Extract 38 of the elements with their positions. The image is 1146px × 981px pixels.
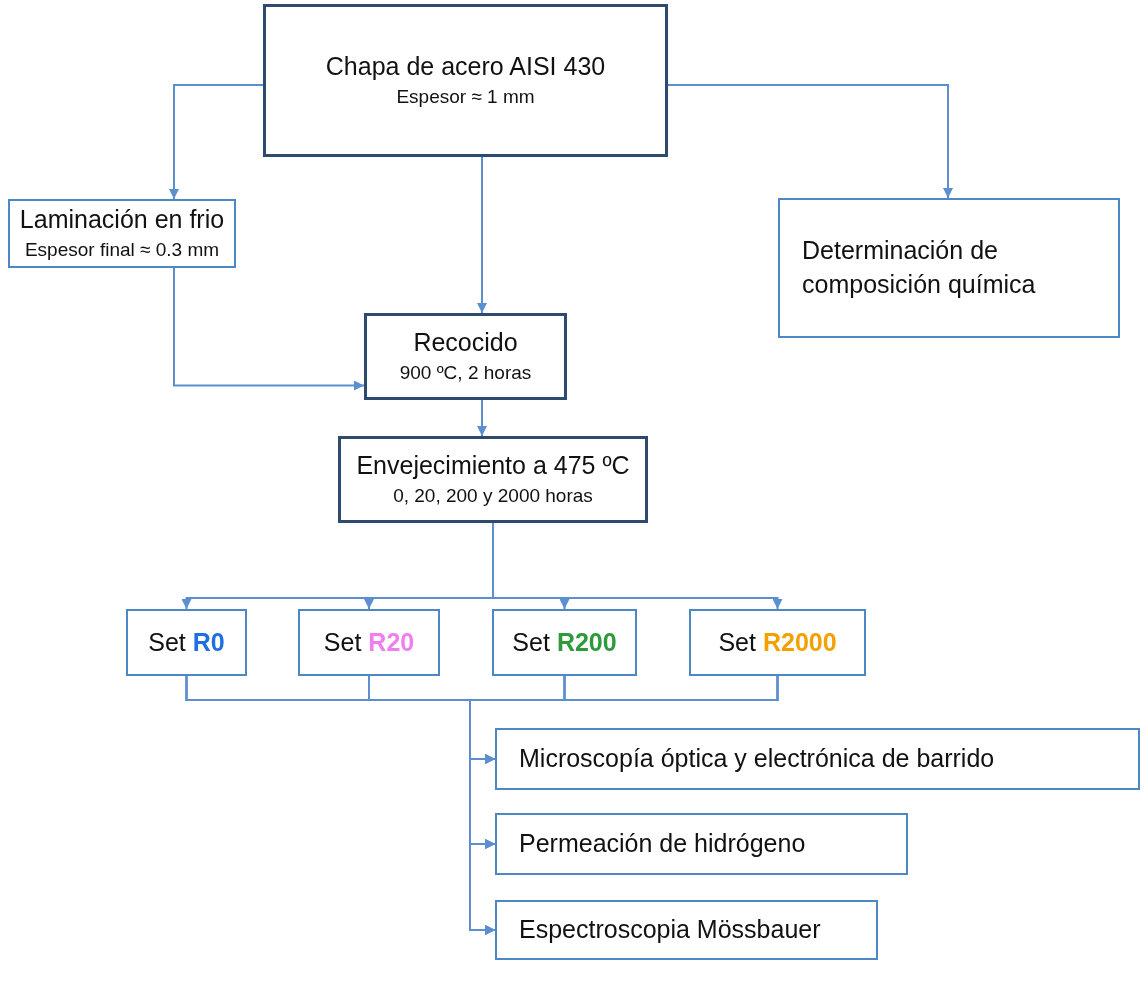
process-box [495, 813, 908, 875]
set-label: Set [512, 626, 550, 658]
process-box [263, 4, 668, 157]
arrow [477, 399, 487, 437]
detail-text: 0, 20, 200 y 2000 horas [393, 484, 593, 509]
set-code: R200 [556, 627, 617, 658]
detail-text: Espesor ≈ 1 mm [396, 85, 535, 110]
step-title: Espectroscopia Mössbauer [519, 914, 821, 946]
step-title: Recocido [413, 327, 518, 359]
step-title: Permeación de hidrógeno [519, 828, 806, 860]
set-label: Set [323, 626, 362, 658]
process-box [8, 199, 236, 268]
step-title: Determinación de composición química [802, 235, 1037, 300]
detail-text: Espesor final ≈ 0.3 mm [24, 238, 220, 263]
process-box [778, 198, 1120, 338]
step-title: Envejecimiento a 475 ºC [356, 450, 630, 482]
arrow [667, 84, 953, 199]
arrow [173, 267, 365, 391]
set-code: R0 [192, 627, 225, 658]
process-box [298, 609, 440, 676]
arrow [169, 84, 264, 200]
process-box [126, 609, 247, 676]
process-box [495, 900, 878, 960]
set-label: Set [718, 626, 756, 658]
process-box [338, 436, 648, 523]
step-title: Microscopía óptica y electrónica de barrido [519, 743, 995, 775]
detail-text: 900 ºC, 2 horas [399, 361, 532, 386]
set-code: R20 [368, 627, 415, 658]
set-code: R2000 [762, 627, 837, 658]
arrow [469, 675, 779, 935]
set-label: Set [148, 626, 186, 658]
process-box [364, 313, 567, 400]
process-box [492, 609, 637, 676]
step-title: Laminación en frio [19, 204, 225, 236]
process-box [689, 609, 866, 676]
process-box [495, 728, 1140, 790]
arrow [477, 156, 487, 314]
step-title: Chapa de acero AISI 430 [325, 51, 606, 83]
